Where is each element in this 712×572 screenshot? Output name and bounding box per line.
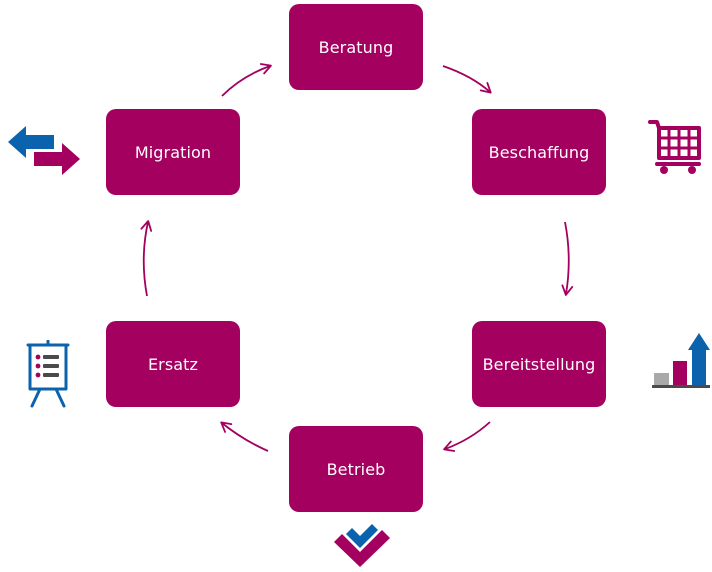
step-label-beschaffung: Beschaffung xyxy=(488,142,590,162)
step-beratung[interactable]: Beratung xyxy=(289,4,423,90)
step-label-beratung: Beratung xyxy=(318,37,394,57)
arrow-ersatz-to-migration xyxy=(140,220,153,297)
arrow-beratung-to-beschaffung xyxy=(442,65,492,94)
shopping-cart-icon xyxy=(648,118,702,176)
step-bereitstellung[interactable]: Bereitstellung xyxy=(472,321,606,407)
arrow-betrieb-to-ersatz xyxy=(220,421,269,452)
step-ersatz[interactable]: Ersatz xyxy=(106,321,240,407)
bar-chart-growth-icon xyxy=(650,332,712,390)
step-beschaffung[interactable]: Beschaffung xyxy=(472,109,606,195)
double-check-icon xyxy=(332,522,392,568)
arrow-migration-to-beratung xyxy=(221,63,272,97)
step-migration[interactable]: Migration xyxy=(106,109,240,195)
arrow-bereitstellung-to-betrieb xyxy=(443,421,491,452)
step-betrieb[interactable]: Betrieb xyxy=(289,426,423,512)
step-label-ersatz: Ersatz xyxy=(147,354,199,374)
exchange-arrows-icon xyxy=(8,124,80,176)
presentation-board-icon xyxy=(24,339,72,410)
step-label-betrieb: Betrieb xyxy=(326,459,386,479)
step-label-migration: Migration xyxy=(134,142,212,162)
step-label-bereitstellung: Bereitstellung xyxy=(482,354,596,374)
arrow-beschaffung-to-bereitstellung xyxy=(561,221,574,296)
